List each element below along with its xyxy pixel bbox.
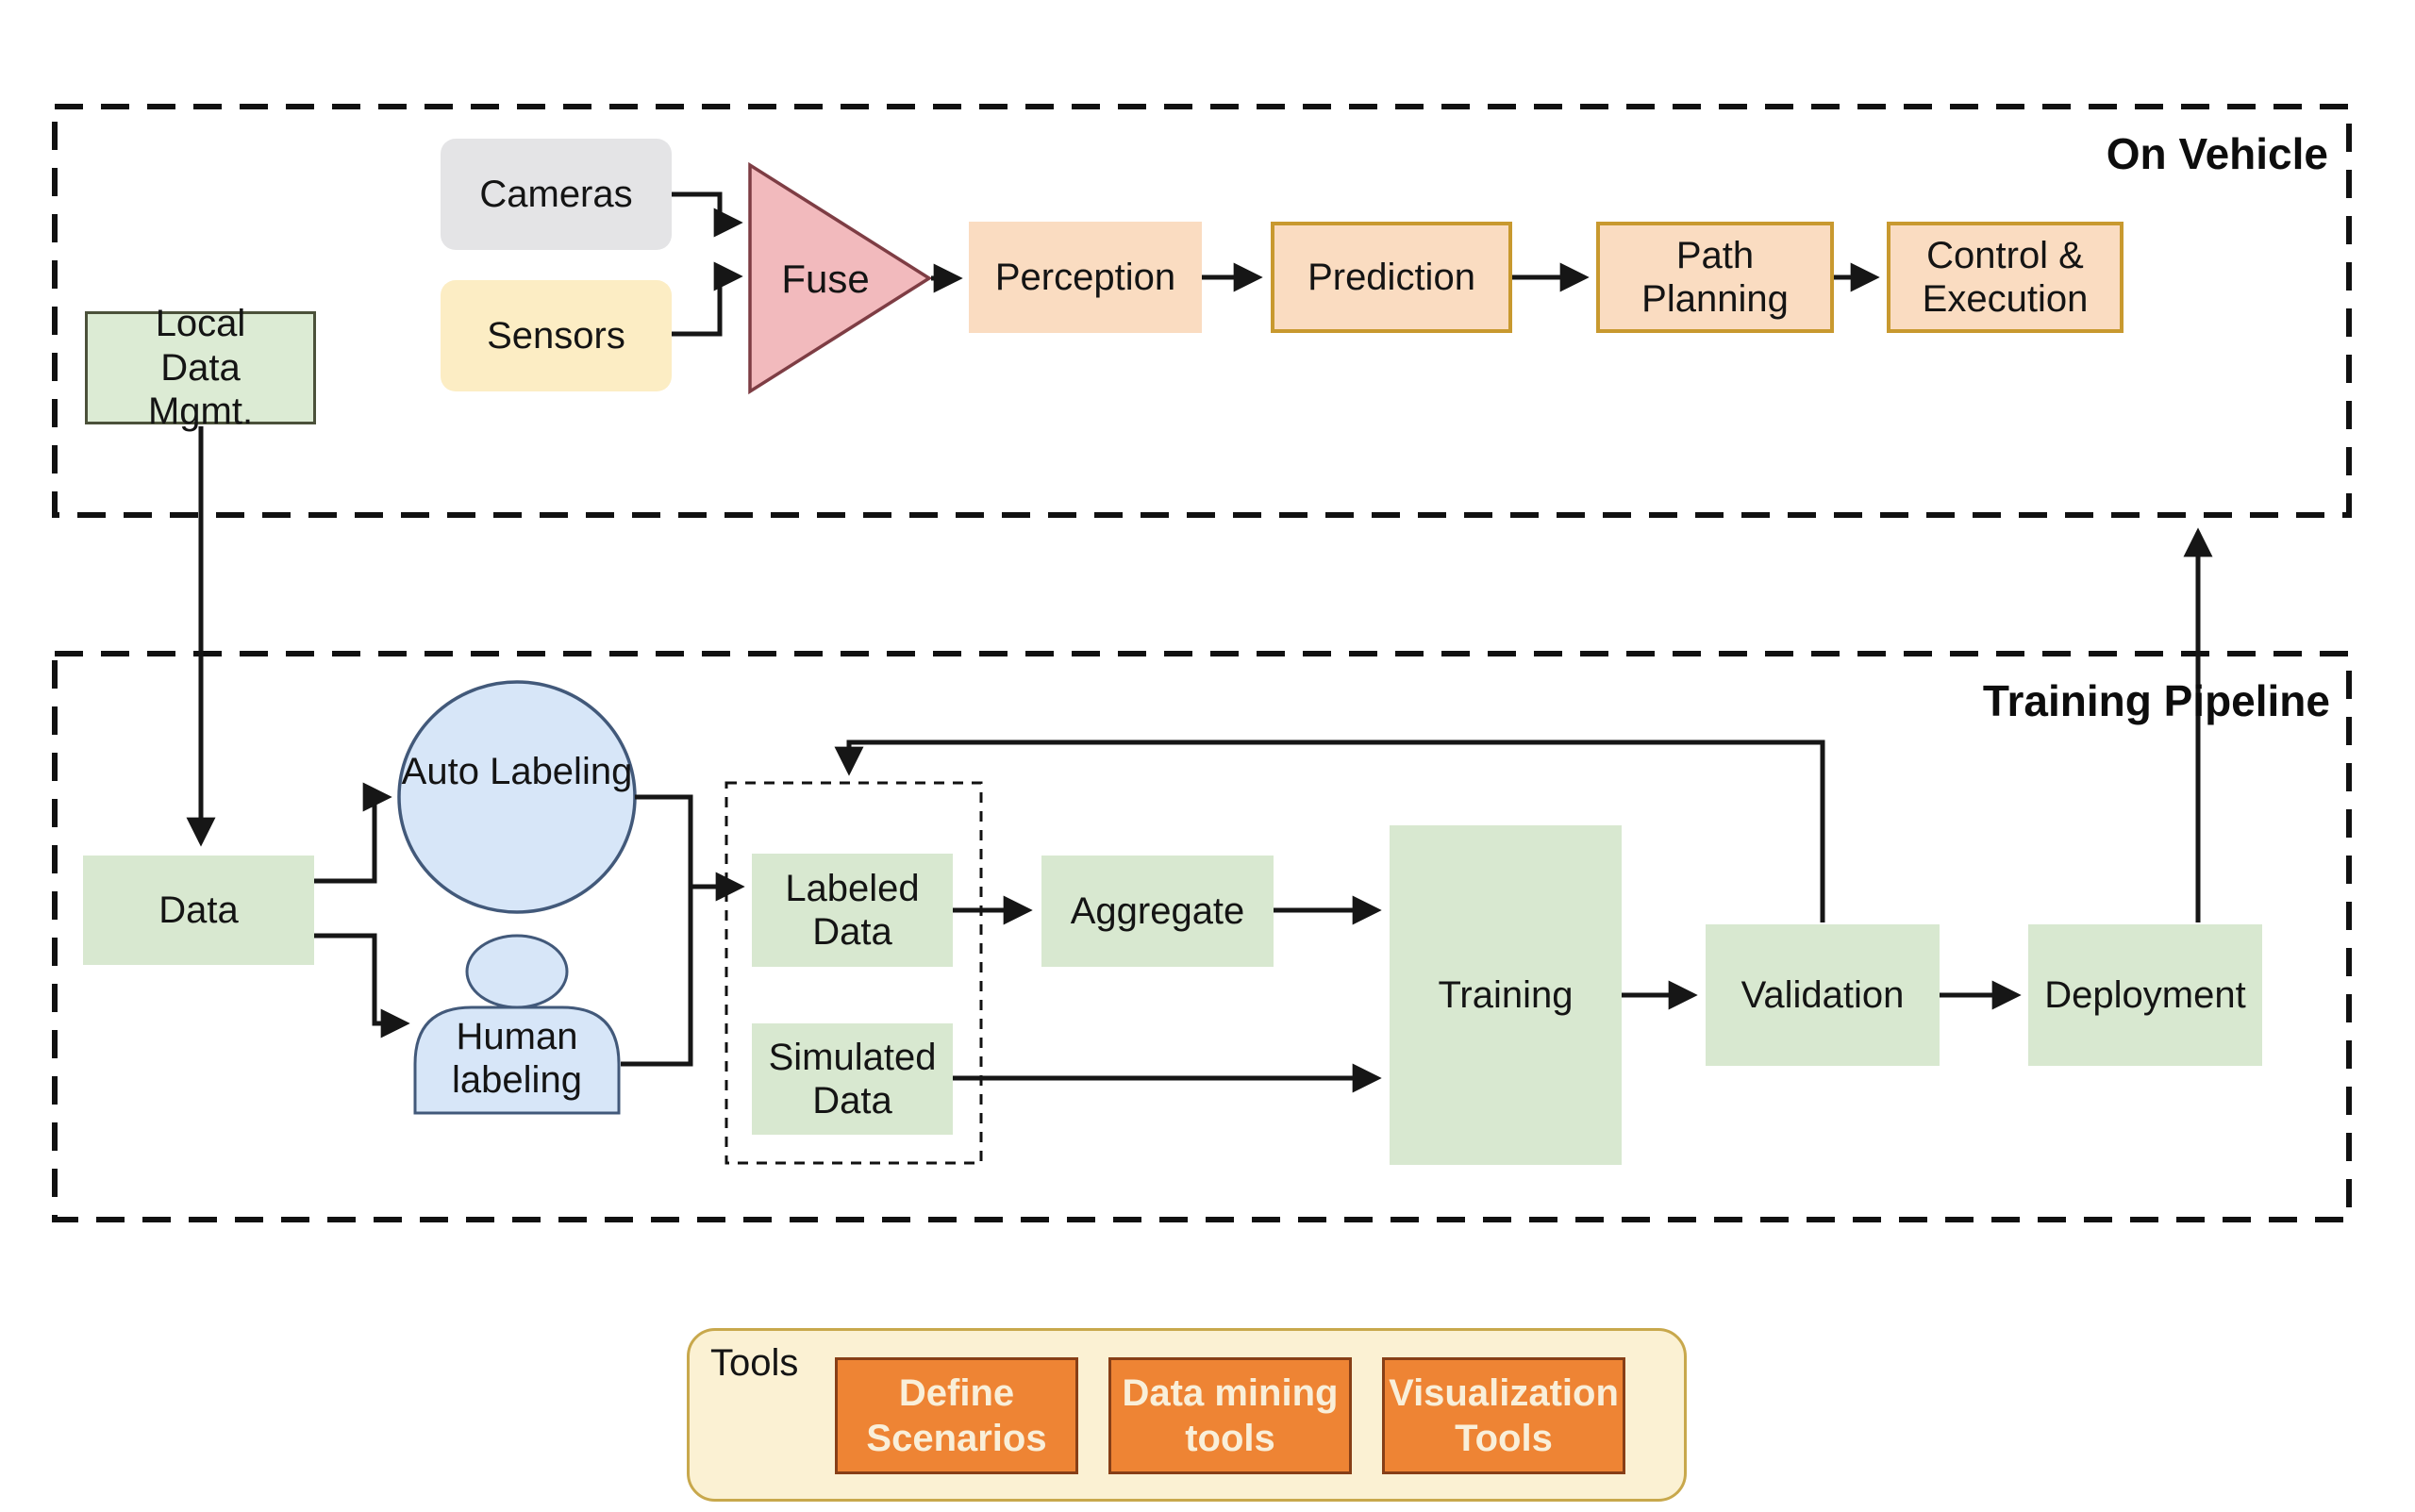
node-perception-label: Perception xyxy=(994,256,1176,298)
tools-panel: Tools Define Scenarios Data mining tools… xyxy=(687,1328,1687,1502)
node-prediction-label: Prediction xyxy=(1307,256,1475,298)
node-path-planning: Path Planning xyxy=(1596,222,1834,333)
on-vehicle-zone-label: On Vehicle xyxy=(2106,129,2328,178)
node-data-label: Data xyxy=(158,889,239,931)
node-aggregate-label: Aggregate xyxy=(1070,889,1245,932)
node-deployment: Deployment xyxy=(2028,924,2262,1066)
labeling-output-container xyxy=(724,781,983,1165)
on-vehicle-boundary xyxy=(52,104,2352,518)
node-labeled-data: Labeled Data xyxy=(752,854,953,967)
node-local-data-mgmt-label: Local Data Mgmt. xyxy=(147,303,254,433)
node-perception: Perception xyxy=(969,222,1202,333)
visualization-tools-label: Visualization Tools xyxy=(1389,1372,1619,1459)
data-mining-tools-label: Data mining tools xyxy=(1122,1372,1339,1459)
node-control-execution: Control & Execution xyxy=(1887,222,2124,333)
node-labeled-data-label: Labeled Data xyxy=(785,867,920,953)
edge-cameras-fuse xyxy=(672,191,743,238)
node-training-label: Training xyxy=(1438,973,1574,1016)
person-icon xyxy=(413,934,621,1115)
data-mining-tools-button[interactable]: Data mining tools xyxy=(1108,1357,1352,1474)
node-deployment-label: Deployment xyxy=(2044,973,2246,1016)
node-control-execution-label: Control & Execution xyxy=(1922,234,2089,320)
visualization-tools-button[interactable]: Visualization Tools xyxy=(1382,1357,1625,1474)
node-prediction: Prediction xyxy=(1271,222,1512,333)
training-pipeline-zone-label: Training Pipeline xyxy=(1982,676,2330,725)
node-aggregate: Aggregate xyxy=(1041,856,1274,967)
node-auto-labeling-label: Auto Labeling xyxy=(401,751,633,792)
fuse-triangle xyxy=(748,161,933,395)
node-fuse-label: Fuse xyxy=(781,257,870,301)
define-scenarios-label: Define Scenarios xyxy=(866,1372,1047,1459)
edge-data-autolabeling xyxy=(314,782,392,884)
node-cameras: Cameras xyxy=(441,139,672,250)
auto-labeling-ellipse xyxy=(397,680,637,914)
tools-panel-title: Tools xyxy=(710,1342,799,1384)
node-cameras-label: Cameras xyxy=(479,173,633,215)
node-simulated-data: Simulated Data xyxy=(752,1023,953,1135)
edge-labeling-merge xyxy=(621,794,693,1067)
node-sensors: Sensors xyxy=(441,280,672,391)
edge-data-humanlabeling xyxy=(314,933,410,1038)
node-training: Training xyxy=(1390,825,1622,1165)
edge-sensors-fuse xyxy=(672,261,743,337)
node-simulated-data-label: Simulated Data xyxy=(768,1036,937,1122)
node-path-planning-label: Path Planning xyxy=(1641,234,1789,320)
node-local-data-mgmt: Local Data Mgmt. xyxy=(85,303,316,432)
node-validation: Validation xyxy=(1706,924,1940,1066)
node-human-labeling-label: Human labeling xyxy=(452,1016,582,1102)
node-validation-label: Validation xyxy=(1740,973,1905,1016)
node-data: Data xyxy=(83,856,314,965)
edge-validation-feedback xyxy=(834,739,1825,922)
define-scenarios-button[interactable]: Define Scenarios xyxy=(835,1357,1078,1474)
node-sensors-label: Sensors xyxy=(487,314,625,357)
